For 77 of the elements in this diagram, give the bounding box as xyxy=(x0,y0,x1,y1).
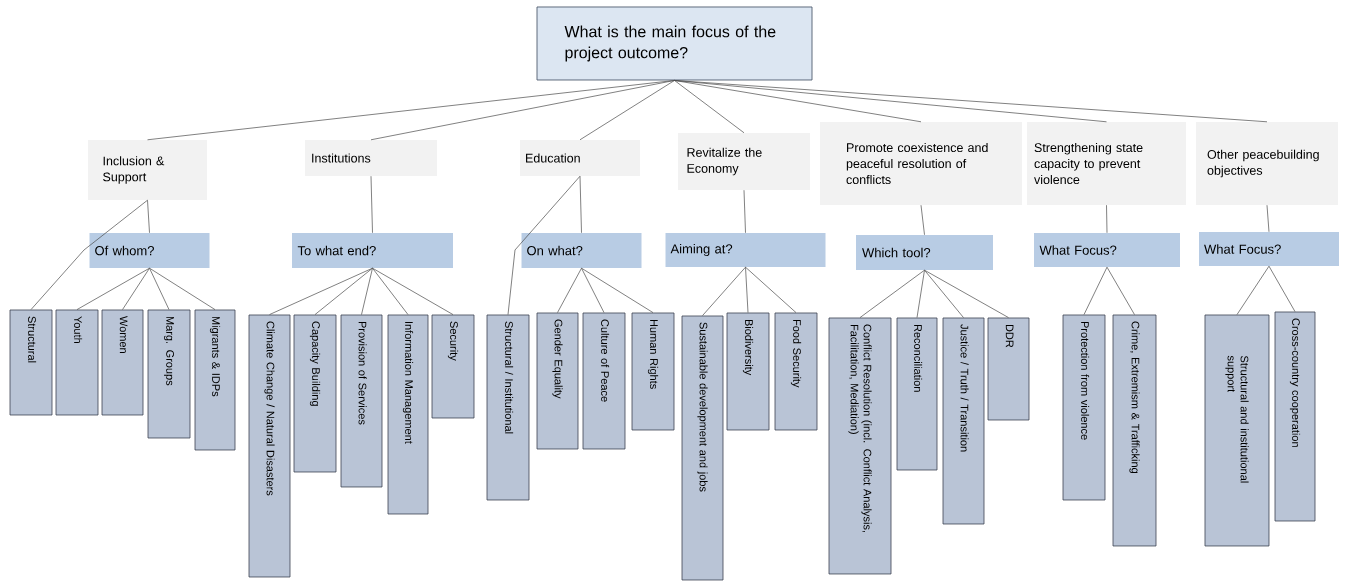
option-box: Youth xyxy=(55,309,99,416)
connector-line xyxy=(1106,266,1135,315)
connector-line xyxy=(674,80,922,123)
connector-line xyxy=(372,267,454,315)
connector-line xyxy=(920,204,925,236)
option-box: Structural and institutional support xyxy=(1204,314,1270,547)
option-box: Structural / Institutional xyxy=(486,314,530,501)
option-box: Marg. Groups xyxy=(147,309,191,439)
category-box: Other peacebuilding objectives xyxy=(1196,122,1338,205)
connector-line xyxy=(557,267,582,313)
question-box: Aiming at? xyxy=(665,233,826,267)
option-box: Security xyxy=(431,314,475,419)
option-box: Culture of Peace xyxy=(582,312,626,450)
option-box: Reconciliation xyxy=(896,317,938,471)
option-box: Human Rights xyxy=(631,312,675,431)
connector-line xyxy=(674,80,745,134)
option-box: Women xyxy=(101,309,144,416)
connector-line xyxy=(1083,266,1108,315)
connector-line xyxy=(269,267,373,315)
connector-line xyxy=(147,199,150,234)
connector-line xyxy=(30,199,148,310)
connector-line xyxy=(859,269,925,318)
connector-line xyxy=(579,80,675,141)
category-box: Institutions xyxy=(305,140,437,176)
option-box: Climate Change / Natural Disasters xyxy=(248,314,291,578)
connector-line xyxy=(581,267,654,313)
connector-line xyxy=(745,266,797,313)
category-box: Education xyxy=(520,140,640,176)
connector-line xyxy=(370,80,675,141)
option-box: Structural xyxy=(9,309,53,416)
connector-line xyxy=(122,267,150,310)
option-box: Crime, Extremism & Trafficking xyxy=(1112,314,1157,547)
connector-line xyxy=(314,267,373,315)
question-box: On what? xyxy=(521,233,642,268)
connector-line xyxy=(674,80,1268,123)
option-box: Cross-country cooperation xyxy=(1274,311,1316,522)
category-box: Revitalize the Economy xyxy=(678,133,810,190)
connector-line xyxy=(743,189,746,234)
option-box: Biodiversity xyxy=(726,312,770,431)
connector-line xyxy=(372,267,409,315)
option-box: Conflict Resolution (incl. Conflict Analysis, Facilitation, Mediation) xyxy=(828,317,892,575)
question-box: What is the main focus of the project outcome? xyxy=(536,6,813,81)
connector-line xyxy=(507,175,581,315)
category-box: Strengthening state capacity to prevent violence xyxy=(1027,122,1186,205)
connector-line xyxy=(370,175,373,234)
question-box: What Focus? xyxy=(1034,233,1180,267)
option-box: Capacity Building xyxy=(293,314,337,473)
option-box: Sustainable development and jobs xyxy=(681,315,724,581)
connector-line xyxy=(76,267,150,310)
question-box: Which tool? xyxy=(856,235,993,270)
question-box: To what end? xyxy=(292,233,453,268)
option-box: Migrants & IDPs xyxy=(194,309,236,451)
option-box: Protection from violence xyxy=(1062,314,1106,501)
connector-line xyxy=(1266,204,1270,233)
category-box: Promote coexistence and peaceful resolution of conflicts xyxy=(820,122,1022,205)
question-box: Of whom? xyxy=(89,233,210,268)
option-box: Justice / Truth / Transition xyxy=(942,317,985,525)
option-box: Information Management xyxy=(387,314,429,515)
connector-line xyxy=(1106,204,1108,234)
option-box: DDR xyxy=(987,317,1030,421)
option-box: Gender Equality xyxy=(536,312,579,450)
connector-line xyxy=(579,175,582,234)
connector-line xyxy=(745,266,749,313)
connector-line xyxy=(361,267,373,315)
connector-line xyxy=(1236,265,1270,315)
connector-line xyxy=(149,267,170,310)
category-box: Inclusion & Support xyxy=(88,140,207,200)
connector-line xyxy=(581,267,605,313)
connector-line xyxy=(924,269,964,318)
connector-line xyxy=(924,269,1009,318)
option-box: Food Security xyxy=(774,312,818,431)
option-box: Provision of Services xyxy=(340,314,383,488)
question-box: What Focus? xyxy=(1199,232,1339,266)
connector-line xyxy=(1268,265,1296,312)
connector-line xyxy=(149,267,216,310)
connector-line xyxy=(916,269,925,318)
connector-line xyxy=(702,266,746,316)
